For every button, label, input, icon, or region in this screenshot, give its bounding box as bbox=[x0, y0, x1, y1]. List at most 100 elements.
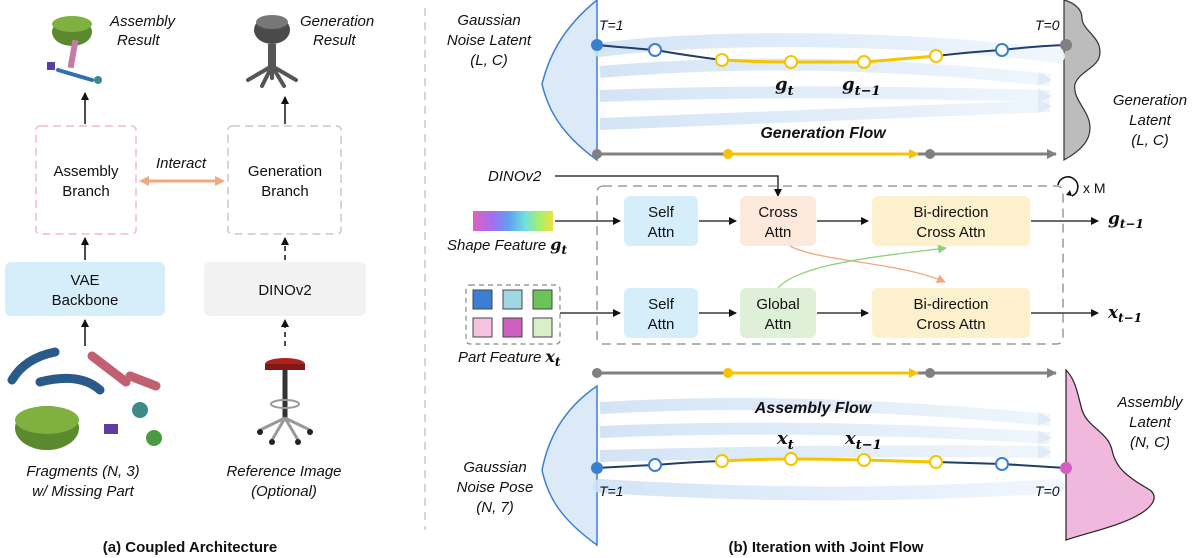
generation-result-label-2: Result bbox=[313, 32, 356, 49]
asm-node-xt1 bbox=[857, 453, 871, 467]
self-attn-bottom-label: Self bbox=[648, 296, 675, 313]
bidir-top-label-2: Cross Attn bbox=[916, 224, 985, 241]
reference-image-label: Reference Image bbox=[226, 463, 341, 480]
cross-attn-label-2: Attn bbox=[765, 224, 792, 241]
asm-node bbox=[929, 455, 943, 469]
generation-result-label: Generation bbox=[300, 13, 374, 30]
gaussian-noise-pose-label: Gaussian bbox=[463, 459, 526, 476]
fragments-label-2: w/ Missing Part bbox=[32, 483, 135, 500]
link-global-to-bidir-top bbox=[777, 244, 947, 289]
gen-node-end bbox=[1060, 39, 1072, 51]
generation-branch-label: Generation bbox=[248, 163, 322, 180]
bidir-bottom-label: Bi-direction bbox=[913, 296, 988, 313]
reference-image-label-2: (Optional) bbox=[251, 483, 317, 500]
gt1-label: gt−1 bbox=[842, 74, 881, 99]
assembly-branch-label: Assembly bbox=[53, 163, 119, 180]
asm-node-xt bbox=[784, 452, 798, 466]
shape-feature-swatch bbox=[473, 211, 553, 231]
global-attn-label-2: Attn bbox=[765, 316, 792, 333]
bidir-top-label: Bi-direction bbox=[913, 204, 988, 221]
gaussian-noise-latent-label-2: Noise Latent bbox=[447, 32, 532, 49]
gaussian-noise-pose-label-2: Noise Pose bbox=[457, 479, 534, 496]
fragments-label: Fragments (N, 3) bbox=[26, 463, 139, 480]
generation-latent-distribution bbox=[1063, 0, 1101, 162]
dinov2-input-label: DINOv2 bbox=[488, 168, 542, 185]
asm-node bbox=[995, 457, 1009, 471]
gen-node bbox=[715, 53, 729, 67]
caption-a: (a) Coupled Architecture bbox=[103, 539, 277, 556]
assembly-result-label: Assembly bbox=[109, 13, 177, 30]
self-attn-top-label: Self bbox=[648, 204, 675, 221]
gen-node-start bbox=[591, 39, 603, 51]
gen-node bbox=[929, 49, 943, 63]
assembly-latent-label: Assembly bbox=[1116, 394, 1184, 411]
gaussian-noise-latent-distribution bbox=[541, 0, 598, 162]
assembly-result-image bbox=[47, 16, 102, 84]
global-attn-box bbox=[740, 288, 816, 338]
assembly-trajectory-active bbox=[721, 457, 937, 464]
gaussian-noise-pose-distribution bbox=[541, 384, 598, 547]
t0-top-label: T=0 bbox=[1035, 17, 1060, 33]
vae-backbone-box bbox=[5, 262, 165, 316]
self-attn-top-label-2: Attn bbox=[648, 224, 675, 241]
assembly-flow-region: Assembly Flow xt xt−1 T=1 T=0 Gaussian N… bbox=[457, 368, 1184, 547]
panel-joint-flow: T=1 T=0 gt gt−1 Gaussian Noise Latent (L… bbox=[447, 0, 1187, 556]
generation-latent-label: Generation bbox=[1113, 92, 1187, 109]
generation-latent-label-3: (L, C) bbox=[1131, 132, 1169, 149]
generation-branch-box bbox=[227, 125, 342, 235]
assembly-latent-label-3: (N, C) bbox=[1130, 434, 1170, 451]
part-swatch bbox=[472, 289, 493, 310]
asm-node-end bbox=[1060, 462, 1072, 474]
panel-coupled-architecture: Assembly Result Generation Result Assemb… bbox=[5, 13, 374, 556]
generation-latent-label-2: Latent bbox=[1129, 112, 1172, 129]
gen-node bbox=[995, 43, 1009, 57]
arrow-dinov2-to-cross-attn bbox=[555, 175, 782, 197]
assembly-branch-box bbox=[35, 125, 137, 235]
assembly-flow-label: Assembly Flow bbox=[754, 400, 873, 417]
interact-label: Interact bbox=[156, 155, 207, 172]
part-swatch bbox=[502, 317, 523, 338]
assembly-branch-label-2: Branch bbox=[62, 183, 110, 200]
self-attn-box-top bbox=[624, 196, 698, 246]
dinov2-label: DINOv2 bbox=[258, 282, 311, 299]
repeat-icon bbox=[1057, 176, 1079, 197]
asm-node bbox=[648, 458, 662, 472]
bidir-cross-attn-box-bottom bbox=[872, 288, 1030, 338]
link-cross-to-bidir-bottom bbox=[789, 245, 946, 283]
cross-attn-label: Cross bbox=[758, 204, 797, 221]
cross-attn-box bbox=[740, 196, 816, 246]
asm-node bbox=[715, 454, 729, 468]
assembly-latent-label-2: Latent bbox=[1129, 414, 1172, 431]
generation-result-image bbox=[246, 15, 298, 88]
part-swatch bbox=[532, 317, 553, 338]
gen-node-gt bbox=[784, 55, 798, 69]
reference-image bbox=[257, 358, 313, 445]
generation-trajectory-active bbox=[721, 54, 937, 64]
vae-backbone-label-2: Backbone bbox=[52, 292, 119, 309]
dinov2-box bbox=[204, 262, 366, 316]
fragments-image bbox=[7, 347, 162, 450]
part-swatch bbox=[532, 289, 553, 310]
bidir-cross-attn-box-top bbox=[872, 196, 1030, 246]
output-x-label: xt−1 bbox=[1107, 303, 1142, 325]
gen-node-gt1 bbox=[857, 55, 871, 69]
generation-flow-label: Generation Flow bbox=[760, 125, 887, 142]
generation-branch-label-2: Branch bbox=[261, 183, 309, 200]
t1-bottom-label: T=1 bbox=[599, 483, 624, 499]
repeat-block-frame bbox=[596, 185, 1064, 345]
bidir-bottom-label-2: Cross Attn bbox=[916, 316, 985, 333]
part-feature-swatches bbox=[465, 284, 561, 345]
repeat-label: x M bbox=[1083, 180, 1106, 196]
gt-label: gt bbox=[775, 74, 794, 99]
t1-top-label: T=1 bbox=[599, 17, 624, 33]
self-attn-box-bottom bbox=[624, 288, 698, 338]
gaussian-noise-latent-label: Gaussian bbox=[457, 12, 520, 29]
gaussian-noise-pose-label-3: (N, 7) bbox=[476, 499, 514, 516]
xt-label: xt bbox=[776, 428, 794, 453]
global-attn-label: Global bbox=[756, 296, 799, 313]
part-swatch bbox=[472, 317, 493, 338]
